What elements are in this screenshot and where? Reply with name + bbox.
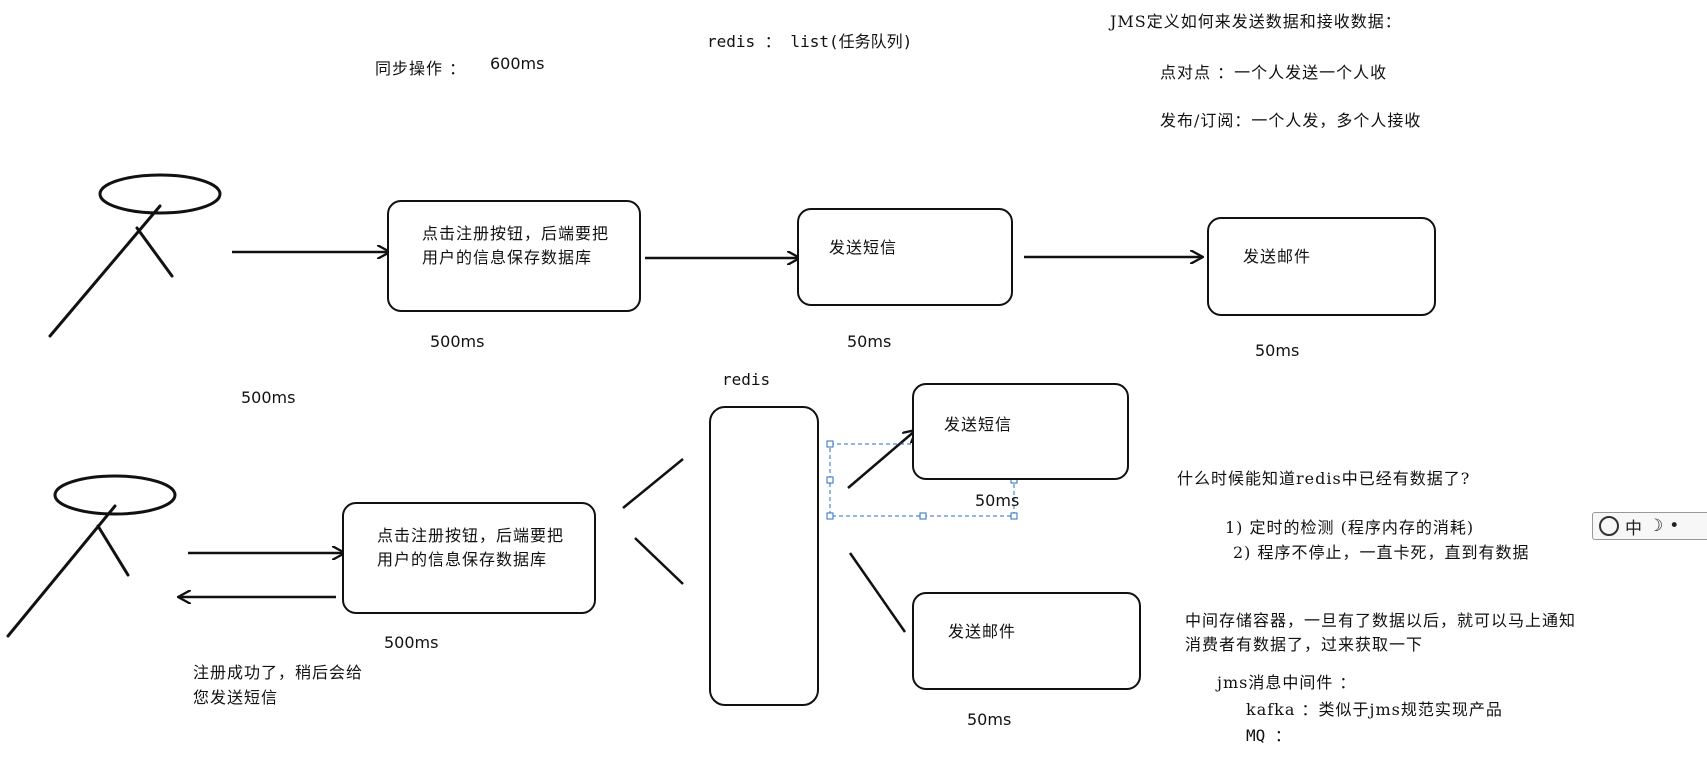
moon-icon[interactable]: ☽	[1648, 516, 1664, 536]
register-box-2: 点击注册按钮，后端要把用户的信息保存数据库	[342, 502, 596, 614]
register-time: 500ms	[430, 332, 485, 351]
question-text: 什么时候能知道redis中已经有数据了?	[1177, 469, 1471, 488]
redis-list-label: redis ： list(任务队列)	[707, 32, 913, 51]
sms-box: 发送短信	[797, 208, 1013, 306]
funnel-line-upper	[622, 458, 684, 509]
ime-toolbar[interactable]: 中 ☽ •	[1592, 512, 1707, 540]
dot-icon[interactable]: •	[1669, 516, 1680, 536]
redis-label: redis	[722, 370, 771, 389]
mail-time: 50ms	[1255, 341, 1300, 360]
option-1-text: 1) 定时的检测 (程序内存的消耗)	[1225, 518, 1475, 537]
mail-box-2: 发送邮件	[912, 592, 1141, 690]
mail-box: 发送邮件	[1207, 217, 1436, 316]
ime-logo-icon[interactable]	[1599, 516, 1619, 536]
sms-box-2-label: 发送短信	[944, 415, 1013, 434]
user-figure-1	[48, 173, 222, 338]
sms-box-2: 发送短信	[912, 383, 1129, 480]
mail-box-2-label: 发送邮件	[948, 622, 1017, 641]
sms-box-label: 发送短信	[829, 238, 898, 257]
register-box-2-label: 点击注册按钮，后端要把用户的信息保存数据库	[377, 526, 565, 569]
sms-time-2: 50ms	[975, 491, 1020, 510]
register-time-2: 500ms	[384, 633, 439, 652]
option-2-text: 2) 程序不停止，一直卡死，直到有数据	[1233, 543, 1530, 562]
jms-middleware-label: jms消息中间件 ：	[1217, 673, 1357, 692]
line-redis-to-mail	[848, 552, 907, 633]
sync-op-time: 600ms	[490, 54, 545, 73]
middleware-desc-2: 消费者有数据了，过来获取一下	[1185, 635, 1424, 654]
funnel-line-lower	[634, 537, 684, 585]
register-box: 点击注册按钮，后端要把用户的信息保存数据库	[387, 200, 641, 312]
register-box-label: 点击注册按钮，后端要把用户的信息保存数据库	[422, 224, 610, 267]
sync-op-label: 同步操作 ：	[375, 59, 467, 78]
sms-time: 50ms	[847, 332, 892, 351]
success-msg-line1: 注册成功了，稍后会给	[193, 663, 364, 682]
ime-mode-label[interactable]: 中	[1625, 518, 1642, 539]
redis-queue-box	[709, 406, 819, 706]
jms-title: JMS定义如何来发送数据和接收数据：	[1110, 12, 1402, 31]
success-msg-line2: 您发送短信	[193, 688, 279, 707]
middleware-desc-1: 中间存储容器，一旦有了数据以后，就可以马上通知	[1185, 611, 1577, 630]
arrow-redis-to-sms	[847, 430, 916, 489]
pubsub-text: 发布/订阅：一个人发，多个人接收	[1160, 111, 1422, 130]
mail-time-2: 50ms	[967, 710, 1012, 729]
kafka-text: kafka ：类似于jms规范实现产品	[1246, 700, 1503, 719]
mq-text: MQ ：	[1246, 726, 1291, 745]
user-figure-2	[6, 474, 177, 638]
mail-box-label: 发送邮件	[1243, 247, 1312, 266]
left-time: 500ms	[241, 388, 296, 407]
p2p-text: 点对点 ：一个人发送一个人收	[1160, 63, 1388, 82]
